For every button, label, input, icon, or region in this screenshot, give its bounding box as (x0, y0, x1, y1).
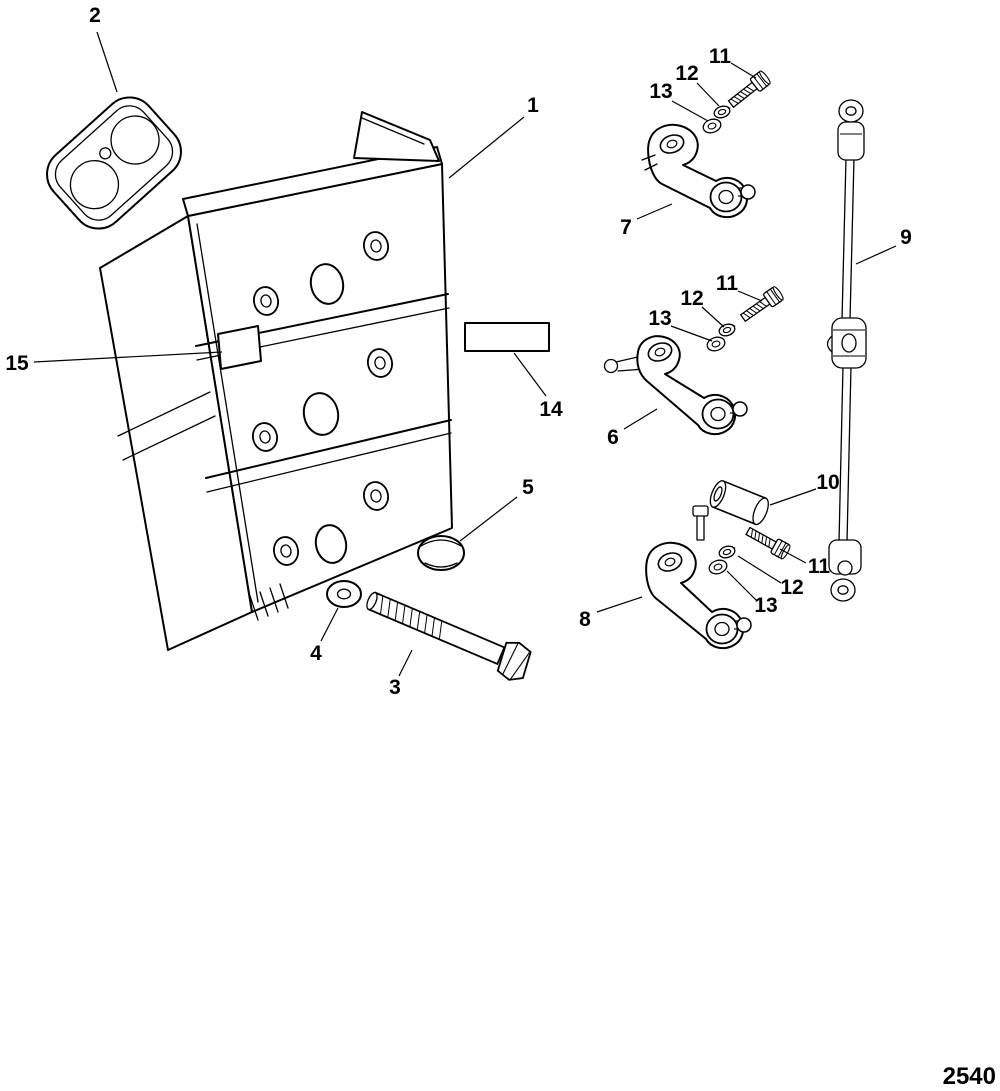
leader-13-mid (670, 325, 713, 342)
callout-3: 3 (389, 676, 401, 699)
leader-14 (513, 352, 547, 397)
callout-1: 1 (527, 94, 539, 117)
screw (737, 284, 786, 326)
leader-4 (320, 607, 339, 642)
leader-7 (636, 203, 673, 220)
lever-part-7 (641, 123, 756, 219)
leader-12-bot (737, 555, 782, 584)
callout-15: 15 (5, 352, 29, 375)
leader-15 (33, 351, 223, 363)
port-opening (314, 524, 348, 564)
flat-washer (706, 557, 730, 577)
lever-part-6 (603, 335, 748, 436)
lock-washer (712, 103, 733, 121)
callout-12-mid: 12 (680, 287, 703, 310)
lever-part-8 (645, 505, 752, 650)
leader-9 (855, 245, 897, 265)
callout-2: 2 (89, 4, 101, 27)
leader-12-mid (701, 306, 725, 328)
port-opening (309, 263, 345, 305)
leader-12-top (696, 82, 720, 107)
callout-11-mid: 11 (716, 272, 739, 295)
flat-washer (704, 334, 728, 354)
leader-11-bot (779, 548, 807, 564)
callout-14: 14 (539, 398, 563, 421)
callout-5: 5 (522, 476, 534, 499)
fastener-stack-middle (704, 284, 786, 354)
leader-8 (596, 596, 643, 613)
leader-11-mid (737, 290, 763, 302)
callout-8: 8 (579, 608, 591, 631)
fastener-stack-bottom (706, 523, 793, 577)
manifold-part-1 (99, 111, 453, 651)
lock-washer (717, 543, 738, 561)
lever-boss (705, 613, 739, 645)
callout-6: 6 (607, 426, 619, 449)
callout-9: 9 (900, 226, 912, 249)
callout-13-bot: 13 (754, 594, 777, 617)
leader-10 (769, 488, 817, 506)
leader-2 (96, 31, 118, 93)
decal-part-15 (217, 325, 262, 370)
leader-11-top (730, 62, 757, 79)
bolt-part-3 (366, 591, 532, 681)
callout-13-top: 13 (649, 80, 672, 103)
page-number: 2540 (943, 1063, 996, 1090)
leader-1 (448, 116, 525, 179)
fastener-stack-top (700, 69, 773, 136)
callout-10: 10 (816, 471, 839, 494)
washer-part-4 (326, 580, 362, 608)
leader-lines (33, 31, 897, 677)
spacer-part-10 (709, 479, 769, 526)
callout-4: 4 (310, 642, 322, 665)
lever-boss (701, 398, 735, 430)
screw (743, 523, 793, 561)
callout-11-top: 11 (709, 45, 732, 68)
leader-13-top (671, 100, 709, 122)
port-opening (302, 392, 340, 436)
leader-5 (459, 496, 518, 542)
leader-6 (623, 408, 658, 430)
callout-12-top: 12 (675, 62, 698, 85)
gasket-part-2 (46, 96, 182, 230)
screw (725, 69, 773, 111)
leader-3 (398, 649, 413, 677)
lever-boss (709, 181, 743, 213)
label-plate-part-14 (464, 322, 550, 352)
callout-12-bot: 12 (780, 576, 803, 599)
leader-13-bot (726, 570, 758, 602)
plug-part-5 (417, 535, 465, 571)
link-rod-part-9 (826, 99, 867, 602)
callout-7: 7 (620, 216, 632, 239)
callout-13-mid: 13 (648, 307, 671, 330)
callout-11-bot: 11 (808, 555, 831, 578)
